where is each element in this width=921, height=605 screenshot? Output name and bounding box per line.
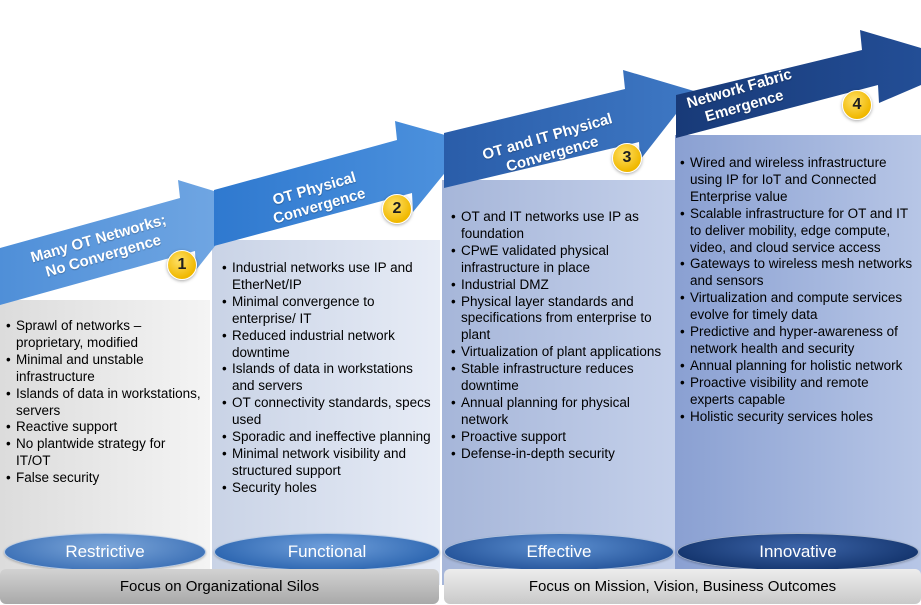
stage-3-number-badge: 3 [612, 143, 642, 173]
list-item: Islands of data in workstations, servers [6, 386, 202, 420]
list-item: Industrial DMZ [451, 277, 671, 294]
list-item: Holistic security services holes [680, 409, 916, 426]
list-item: Proactive visibility and remote experts … [680, 375, 916, 409]
list-item: False security [6, 470, 202, 487]
list-item: Predictive and hyper-awareness of networ… [680, 324, 916, 358]
focus-mission-bar: Focus on Mission, Vision, Business Outco… [444, 569, 921, 604]
stage-2-arrow [214, 121, 470, 246]
list-item: Virtualization of plant applications [451, 344, 671, 361]
stage-1-number-badge: 1 [167, 250, 197, 280]
effective-badge: Effective [444, 533, 674, 571]
stage-4-arrow [676, 30, 921, 138]
list-item: Minimal convergence to enterprise/ IT [222, 294, 434, 328]
stage-4-number-badge: 4 [842, 90, 872, 120]
list-item: Reduced industrial network downtime [222, 328, 434, 362]
stage-1-bullet-list: Sprawl of networks – proprietary, modifi… [6, 318, 202, 487]
list-item: OT and IT networks use IP as foundation [451, 209, 671, 243]
list-item: Physical layer standards and specificati… [451, 294, 671, 345]
list-item: Annual planning for physical network [451, 395, 671, 429]
list-item: Gateways to wireless mesh networks and s… [680, 256, 916, 290]
list-item: Stable infrastructure reduces downtime [451, 361, 671, 395]
list-item: Proactive support [451, 429, 671, 446]
list-item: Virtualization and compute services evol… [680, 290, 916, 324]
stage-2-bullet-list: Industrial networks use IP and EtherNet/… [222, 260, 434, 497]
stage-3-arrow [444, 70, 694, 188]
list-item: Reactive support [6, 419, 202, 436]
list-item: Wired and wireless infrastructure using … [680, 155, 916, 206]
restrictive-badge: Restrictive [4, 533, 206, 571]
stage-4-bullet-list: Wired and wireless infrastructure using … [680, 155, 916, 426]
list-item: Industrial networks use IP and EtherNet/… [222, 260, 434, 294]
list-item: Defense-in-depth security [451, 446, 671, 463]
list-item: Sporadic and ineffective planning [222, 429, 434, 446]
list-item: Security holes [222, 480, 434, 497]
list-item: CPwE validated physical infrastructure i… [451, 243, 671, 277]
innovative-badge: Innovative [677, 533, 919, 571]
list-item: Sprawl of networks – proprietary, modifi… [6, 318, 202, 352]
list-item: No plantwide strategy for IT/OT [6, 436, 202, 470]
list-item: OT connectivity standards, specs used [222, 395, 434, 429]
list-item: Annual planning for holistic network [680, 358, 916, 375]
stage-1-arrow [0, 180, 250, 305]
focus-silos-bar: Focus on Organizational Silos [0, 569, 439, 604]
stage-2-number-badge: 2 [382, 194, 412, 224]
list-item: Minimal network visibility and structure… [222, 446, 434, 480]
functional-badge: Functional [214, 533, 440, 571]
list-item: Islands of data in workstations and serv… [222, 361, 434, 395]
list-item: Scalable infrastructure for OT and IT to… [680, 206, 916, 257]
list-item: Minimal and unstable infrastructure [6, 352, 202, 386]
stage-3-bullet-list: OT and IT networks use IP as foundation … [451, 209, 671, 463]
